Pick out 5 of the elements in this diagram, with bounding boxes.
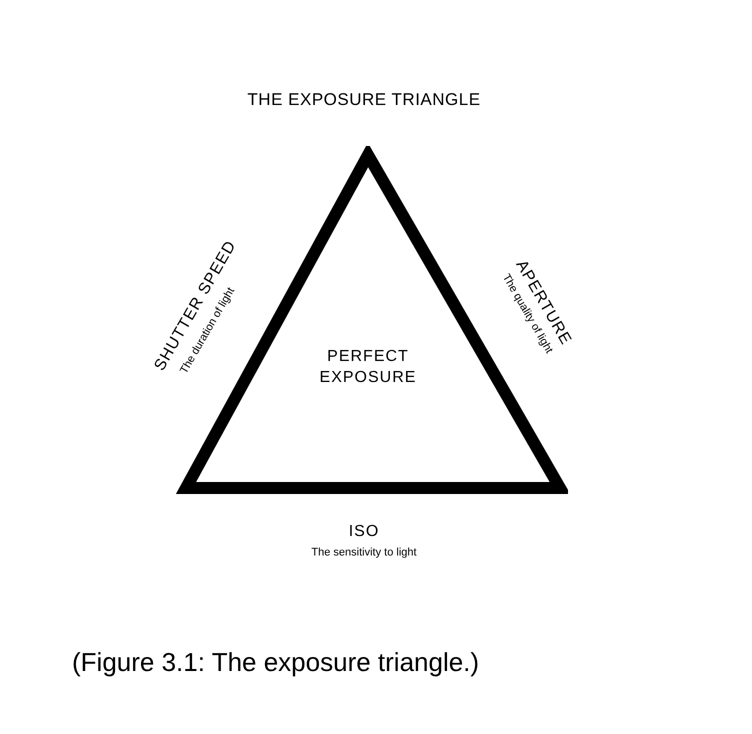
side-description: The sensitivity to light bbox=[311, 548, 417, 558]
figure-caption: (Figure 3.1: The exposure triangle.) bbox=[72, 646, 480, 679]
side-label: ISO bbox=[348, 524, 380, 540]
triangle-center-label: PERFECT EXPOSURE bbox=[318, 347, 418, 388]
diagram-title: THE EXPOSURE TRIANGLE bbox=[246, 89, 482, 111]
